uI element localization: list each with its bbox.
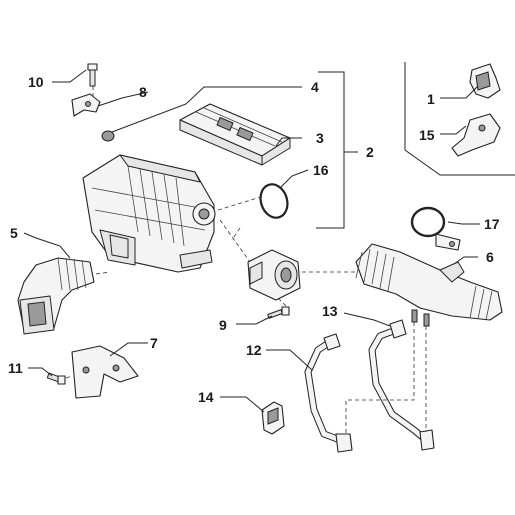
breather-pipe-12	[304, 333, 353, 453]
callout-9: 9	[219, 317, 227, 333]
callout-7: 7	[150, 335, 158, 351]
callout-3: 3	[316, 130, 324, 146]
callout-15: 15	[419, 127, 435, 143]
assembly-guides	[65, 86, 427, 434]
air-hose	[355, 243, 503, 327]
intake-duct	[17, 257, 95, 335]
callout-1: 1	[427, 91, 435, 107]
support-bracket	[46, 345, 139, 399]
clamp-1	[469, 63, 501, 99]
seal-ring	[259, 183, 289, 219]
callout-17: 17	[484, 216, 500, 232]
callout-6: 6	[486, 249, 494, 265]
clip-14	[261, 401, 285, 435]
filter-element	[179, 103, 291, 166]
callout-13: 13	[322, 303, 338, 319]
callout-16: 16	[313, 162, 329, 178]
bracket-15	[451, 113, 501, 157]
callout-12: 12	[246, 342, 262, 358]
callout-5: 5	[10, 225, 18, 241]
callout-4: 4	[311, 79, 319, 95]
bolt-and-bracket	[71, 63, 101, 117]
leader-lines	[23, 69, 480, 413]
assembly-bracket-2	[316, 71, 358, 229]
callout-11: 11	[8, 360, 23, 376]
callout-2: 2	[366, 144, 374, 160]
clamp-17	[410, 206, 461, 251]
breather-pipe-13	[368, 319, 435, 451]
inset-frame	[404, 62, 515, 176]
air-filter-housing	[82, 154, 216, 273]
callout-labels: 1 2 3 4 5 6 7 8 9 10 11 12 13 14 15 16 1…	[8, 74, 500, 405]
grommet	[101, 130, 115, 142]
callout-10: 10	[28, 74, 44, 90]
callout-8: 8	[139, 84, 147, 100]
flow-meter	[247, 249, 301, 301]
callout-14: 14	[198, 389, 214, 405]
